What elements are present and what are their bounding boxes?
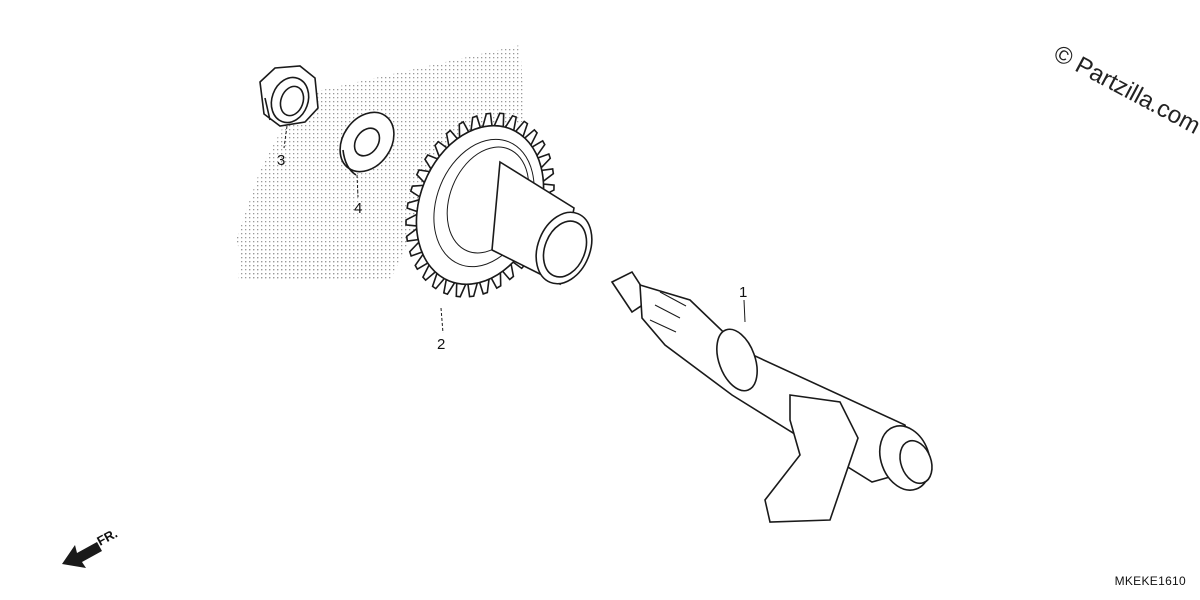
gear-tooth [467, 282, 479, 298]
flange-nut-part[interactable] [259, 65, 319, 128]
gear-tooth [455, 282, 467, 298]
spindle-shaft-part[interactable] [610, 270, 939, 523]
callout-1: 1 [739, 284, 747, 301]
washer-part[interactable] [329, 102, 405, 182]
callout-3: 3 [277, 152, 285, 169]
leader-lines [283, 125, 746, 334]
diagram-code: MKEKE1610 [1114, 574, 1186, 588]
idle-gear-part[interactable] [394, 106, 602, 303]
callout-4: 4 [354, 200, 362, 217]
front-arrow-icon: FR. [62, 526, 120, 568]
callout-2: 2 [437, 336, 445, 353]
